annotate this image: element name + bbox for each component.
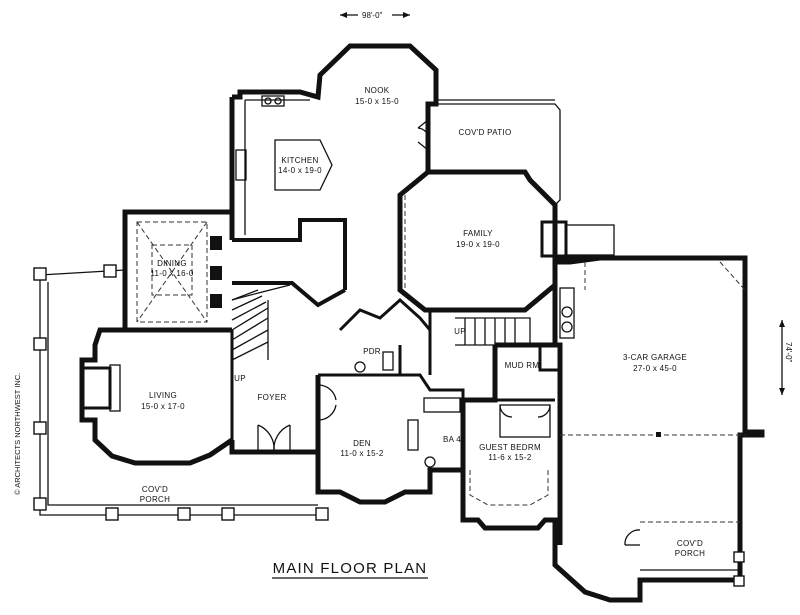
nook-size: 15-0 x 15-0: [355, 97, 399, 106]
copyright-text: © ARCHITECTS NORTHWEST INC.: [13, 373, 22, 495]
kitchen-size: 14-0 x 19-0: [278, 166, 322, 175]
garage-mechanical: [559, 287, 575, 339]
mud-rm-label: MUD RM: [505, 361, 540, 370]
kitchen-label: KITCHEN: [281, 156, 318, 165]
garage-size: 27-0 x 45-0: [633, 364, 677, 373]
front-doors: [257, 424, 291, 453]
side-porch-door: [624, 529, 641, 546]
plan-title: MAIN FLOOR PLAN: [273, 560, 428, 577]
living-size: 15-0 x 17-0: [141, 402, 185, 411]
width-dimension-label: 98'-0": [362, 11, 383, 20]
mud-stair-up-label: UP: [454, 327, 466, 336]
mud-stairs: [455, 317, 531, 346]
depth-dimension-label: 74'-0": [784, 342, 793, 363]
dining-label: DINING: [157, 259, 187, 268]
living-fireplace: [80, 364, 121, 412]
patio-label: COV'D PATIO: [459, 128, 512, 137]
guest-closet: [499, 404, 551, 438]
guest-bedrm-label: GUEST BEDRM: [479, 443, 541, 452]
powder-room-fixtures: [354, 351, 394, 373]
patio-outline: [436, 103, 561, 206]
guest-ceiling-detail: [469, 470, 549, 506]
side-porch-label-2: PORCH: [675, 549, 705, 558]
den-doors: [317, 384, 337, 421]
main-stairs: [231, 284, 291, 361]
front-porch-label: COV'D: [142, 485, 168, 494]
bath4-fixtures: [407, 397, 461, 468]
exterior-walls: [79, 43, 765, 603]
living-label: LIVING: [149, 391, 177, 400]
interior-walls: [230, 218, 560, 440]
ba4-label: BA 4: [443, 435, 461, 444]
kitchen-counters: [235, 95, 333, 235]
side-porch-label: COV'D: [677, 539, 703, 548]
pdr-label: PDR: [363, 347, 381, 356]
garage-door-lines: [560, 261, 746, 523]
front-porch-label-2: PORCH: [140, 495, 170, 504]
dining-piers: [210, 236, 222, 308]
den-size: 11-0 x 15-2: [340, 449, 383, 458]
guest-bedrm-size: 11-6 x 15-2: [488, 453, 531, 462]
den-label: DEN: [353, 439, 371, 448]
width-dimension: 98'-0": [340, 8, 410, 20]
front-porch: [33, 264, 329, 521]
family-size: 19-0 x 19-0: [456, 240, 500, 249]
nook-patio-doors: [417, 119, 429, 151]
depth-dimension: 74'-0": [779, 320, 793, 395]
foyer-label: FOYER: [257, 393, 286, 402]
family-fireplace: [540, 220, 615, 258]
family-label: FAMILY: [463, 229, 493, 238]
nook-label: NOOK: [365, 86, 390, 95]
stair-up-label: UP: [234, 374, 246, 383]
dining-ceiling-detail: [136, 221, 208, 323]
dining-size: 11-0 x 16-0: [150, 269, 193, 278]
garage-label: 3-CAR GARAGE: [623, 353, 687, 362]
side-porch: [640, 551, 745, 587]
